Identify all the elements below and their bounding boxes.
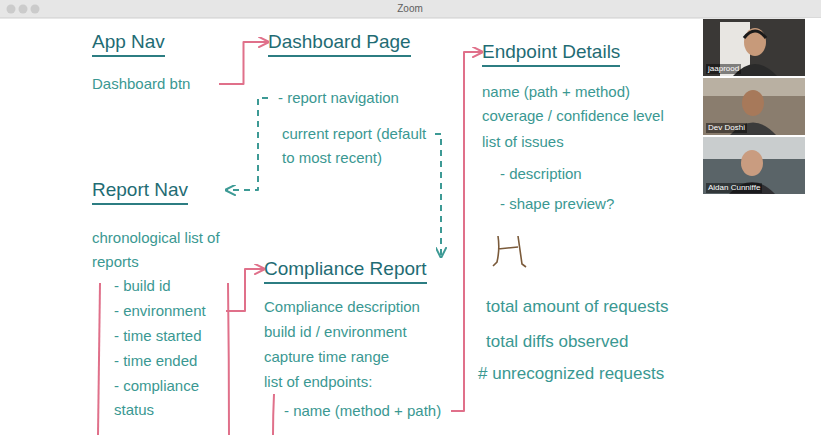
note-group: Endpoint Details name (path + method)cove…	[482, 40, 694, 220]
note-label: total amount of requests	[486, 296, 668, 318]
connector-arrow	[451, 52, 482, 411]
connector-arrow	[226, 269, 264, 311]
note-text: - report navigation	[278, 86, 399, 110]
section-heading: Report Nav	[92, 178, 188, 205]
person-head	[741, 150, 763, 176]
note-text: Compliance description	[264, 295, 420, 319]
person-head	[744, 28, 766, 56]
participant-name: Aidan Cunniffe	[706, 183, 762, 193]
note-text: - description	[500, 162, 582, 186]
note-text: list of endpoints:	[264, 370, 372, 394]
person-head	[742, 90, 764, 116]
note-text: build id / environment	[264, 320, 407, 344]
list-bracket	[228, 283, 229, 435]
note-label: total diffs observed	[486, 331, 628, 353]
participant-name: jaaprood	[706, 64, 741, 74]
window-dot	[19, 5, 28, 14]
section-heading: App Nav	[92, 30, 165, 57]
headphones	[744, 31, 766, 38]
window-title: Zoom	[397, 3, 423, 15]
note-text: name (path + method)	[482, 80, 630, 104]
title-bar	[0, 0, 821, 18]
note-text: capture time range	[264, 345, 389, 369]
window-dot	[31, 5, 40, 14]
section-heading: Dashboard Page	[268, 30, 411, 57]
note-text: - name (method + path)	[284, 399, 441, 423]
note-text: - compliance status	[114, 374, 219, 422]
note-text: - shape preview?	[500, 192, 614, 216]
connector-arrow	[219, 42, 268, 84]
list-bracket	[98, 283, 100, 435]
video-tile	[703, 78, 805, 135]
window-margin	[805, 18, 821, 435]
participant-name: Dev Doshi	[706, 123, 747, 133]
note-text: - time ended	[114, 349, 197, 373]
note-text: - time started	[114, 324, 202, 348]
note-text: current report (default to most recent)	[282, 122, 427, 170]
list-bracket	[273, 394, 274, 435]
note-text: coverage / confidence level	[482, 104, 664, 128]
doodle-sketch	[493, 236, 526, 267]
note-group: Dashboard Page - report navigation current…	[268, 30, 435, 174]
section-heading: Compliance Report	[264, 257, 427, 284]
note-text: - build id	[114, 274, 171, 298]
note-text: - environment	[114, 299, 206, 323]
note-text: list of issues	[482, 130, 564, 154]
note-group: Report Navchronological list of reports-…	[92, 178, 226, 426]
note-text: Dashboard btn	[92, 72, 190, 96]
note-group: Compliance ReportCompliance descriptionb…	[264, 257, 451, 427]
connector-arrow	[226, 98, 268, 190]
section-heading: Endpoint Details	[482, 40, 620, 67]
window-dot	[7, 5, 16, 14]
connector-arrow	[435, 134, 441, 257]
note-label: # unrecognized requests	[478, 363, 664, 385]
note-text: chronological list of reports	[92, 226, 220, 274]
video-tile	[703, 19, 805, 76]
title-bar-border	[0, 18, 821, 19]
note-group: App NavDashboard btn	[92, 30, 219, 100]
video-tile	[703, 137, 805, 194]
